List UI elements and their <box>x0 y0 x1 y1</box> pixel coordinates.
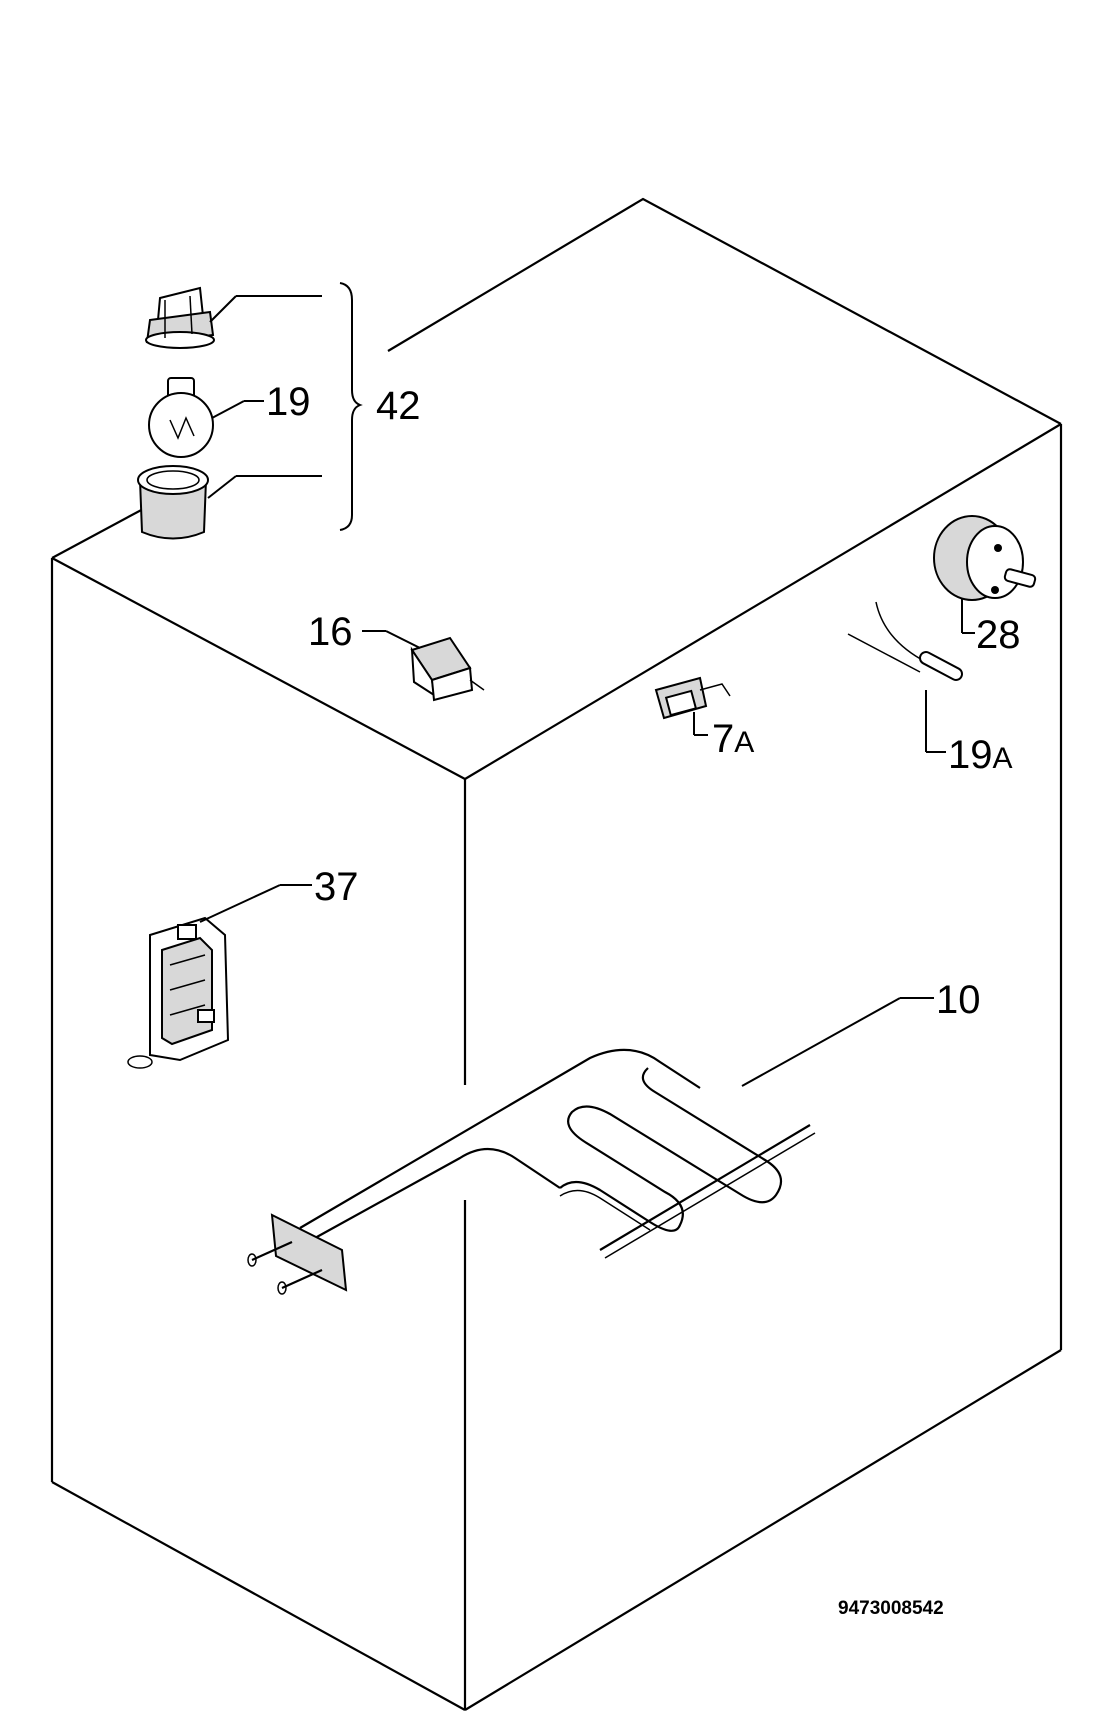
selector-switch-part <box>933 515 1037 634</box>
group-brace <box>339 282 363 531</box>
part-label-7: 7A <box>712 717 754 761</box>
temperature-sensor-part <box>847 601 964 753</box>
switch-part <box>362 630 485 702</box>
part-label-7-suffix: A <box>734 726 754 759</box>
terminal-block-part <box>127 884 312 1069</box>
lamp-holder-part <box>145 286 322 349</box>
door-switch-part <box>654 676 731 736</box>
part-label-7-number: 7 <box>712 717 734 761</box>
part-label-42: 42 <box>376 384 421 428</box>
part-label-16: 16 <box>308 610 353 654</box>
grill-heating-element-part <box>247 997 934 1295</box>
part-label-10: 10 <box>936 978 981 1022</box>
part-label-19a-suffix: A <box>993 742 1013 775</box>
lamp-bulb-part <box>148 377 264 458</box>
lamp-cover-part <box>137 465 322 540</box>
oven-cabinet-outline <box>50 197 1063 1711</box>
part-label-19a-number: 19 <box>948 733 993 777</box>
part-label-28: 28 <box>976 613 1021 657</box>
part-label-19a: 19A <box>948 733 1013 777</box>
part-label-19: 19 <box>266 380 311 424</box>
drawing-code: 9473008542 <box>838 1598 944 1619</box>
part-label-37: 37 <box>314 865 359 909</box>
